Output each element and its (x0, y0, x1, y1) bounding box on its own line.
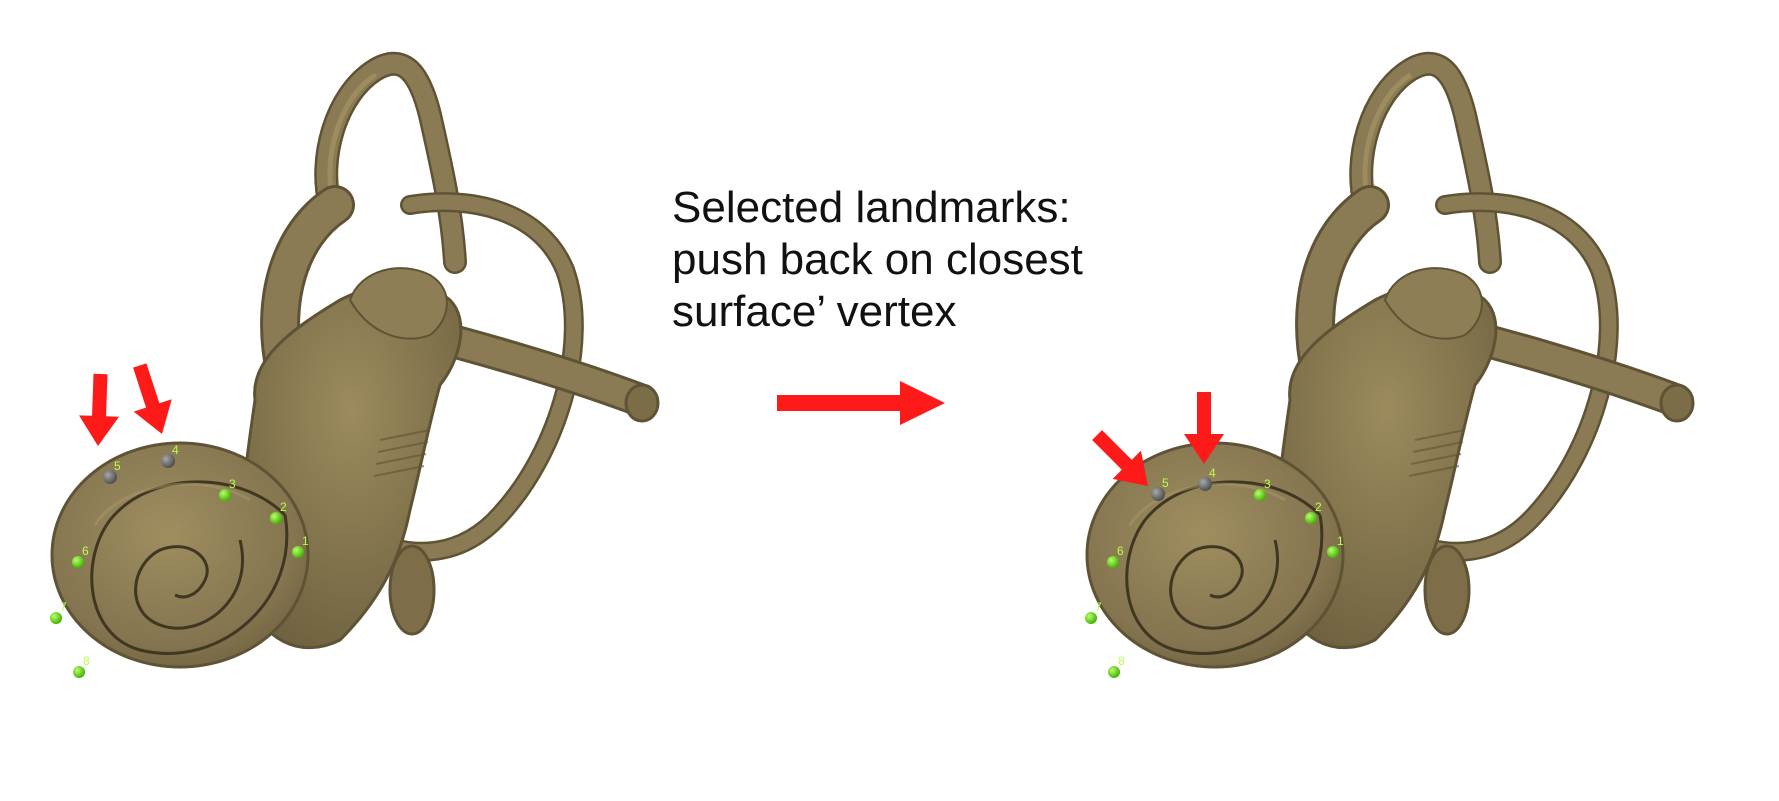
landmark-label: 6 (1117, 544, 1124, 558)
landmark-point (50, 612, 62, 624)
landmark-label: 4 (172, 443, 179, 457)
landmark-point (1108, 666, 1120, 678)
landmark-label: 5 (1162, 476, 1169, 490)
landmark-point (270, 512, 282, 524)
landmark-point (1327, 546, 1339, 558)
caption-line-1: Selected landmarks: (672, 183, 1071, 232)
caption: Selected landmarks: push back on closest… (672, 182, 1192, 338)
landmark-point (1305, 512, 1317, 524)
caption-line-2: push back on closest (672, 235, 1083, 284)
landmark-label: 3 (229, 477, 236, 491)
landmark-point (1107, 556, 1119, 568)
selected-landmark-point (1151, 487, 1165, 501)
selected-landmark-point (103, 470, 117, 484)
landmark-set-after: 1 2 3 4 5 6 7 8 (1085, 466, 1344, 678)
landmark-point (219, 489, 231, 501)
process-arrow (777, 381, 945, 425)
landmark-point (1254, 489, 1266, 501)
red-arrow-pointer (78, 373, 121, 447)
landmark-label: 8 (1118, 654, 1125, 668)
landmark-point (73, 666, 85, 678)
landmark-label: 1 (1337, 534, 1344, 548)
landmark-label: 8 (83, 654, 90, 668)
landmark-label: 2 (280, 500, 287, 514)
landmark-point (1085, 612, 1097, 624)
landmark-label: 2 (1315, 500, 1322, 514)
landmark-point (292, 546, 304, 558)
landmark-point (72, 556, 84, 568)
landmark-label: 5 (114, 459, 121, 473)
landmark-label: 4 (1209, 466, 1216, 480)
selected-landmark-point (1198, 477, 1212, 491)
inner-ear-model-after (1087, 64, 1693, 667)
landmark-label: 1 (302, 534, 309, 548)
landmark-label: 6 (82, 544, 89, 558)
landmark-label: 7 (1095, 600, 1102, 614)
landmark-set-before: 1 2 3 4 5 6 7 8 (50, 443, 309, 678)
selected-landmark-point (161, 454, 175, 468)
caption-line-3: surface’ vertex (672, 287, 957, 336)
red-arrow-pointer (120, 359, 182, 441)
landmark-label: 7 (60, 600, 67, 614)
landmark-label: 3 (1264, 477, 1271, 491)
